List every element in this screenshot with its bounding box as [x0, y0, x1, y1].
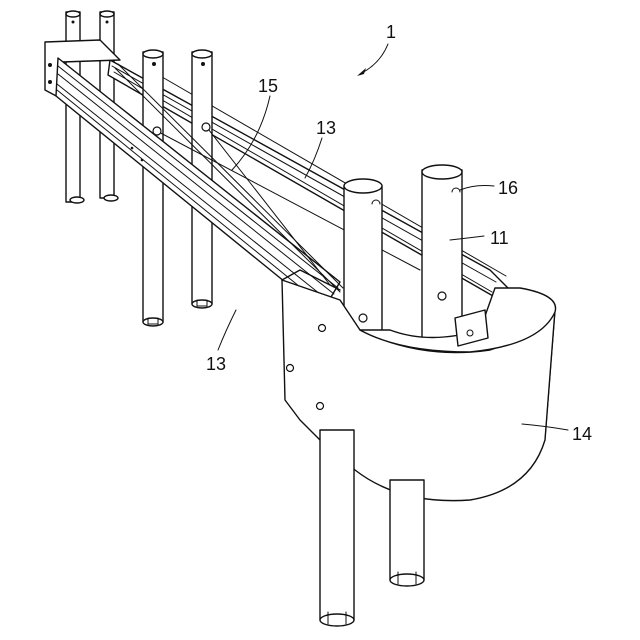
label-13-bottom-group: 13: [206, 310, 236, 374]
label-16-group: 16: [460, 178, 518, 198]
front-leg-right: [390, 480, 424, 586]
front-leg-left: [320, 430, 354, 626]
label-16: 16: [498, 178, 518, 198]
label-11: 11: [490, 228, 509, 248]
label-14: 14: [572, 424, 592, 444]
label-13-bottom: 13: [206, 354, 226, 374]
label-1: 1: [386, 22, 396, 42]
label-15: 15: [258, 76, 278, 96]
label-1-group: 1: [357, 22, 396, 76]
label-13-top: 13: [316, 118, 336, 138]
